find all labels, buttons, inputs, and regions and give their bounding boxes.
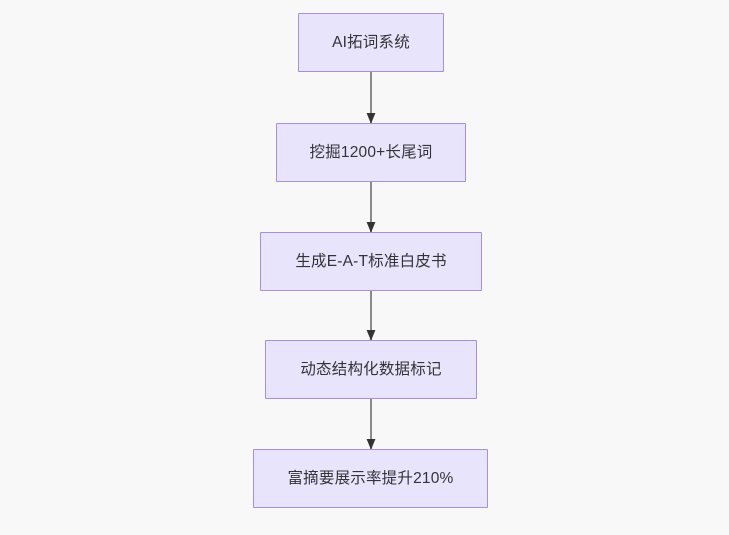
flow-node-label: 动态结构化数据标记 (300, 360, 442, 378)
flow-node-ai-keyword-system[interactable]: AI拓词系统 (298, 13, 444, 72)
flow-node-label: AI拓词系统 (332, 33, 410, 51)
flow-node-generate-eat-whitepaper[interactable]: 生成E-A-T标准白皮书 (260, 232, 482, 291)
flow-node-label: 挖掘1200+长尾词 (309, 143, 433, 161)
flow-node-dynamic-structured-data-markup[interactable]: 动态结构化数据标记 (265, 340, 477, 399)
flow-node-mine-longtail-keywords[interactable]: 挖掘1200+长尾词 (276, 123, 466, 182)
flow-node-rich-snippet-impression-uplift[interactable]: 富摘要展示率提升210% (253, 449, 488, 508)
flow-node-label: 富摘要展示率提升210% (287, 469, 454, 487)
flow-node-label: 生成E-A-T标准白皮书 (295, 252, 447, 270)
